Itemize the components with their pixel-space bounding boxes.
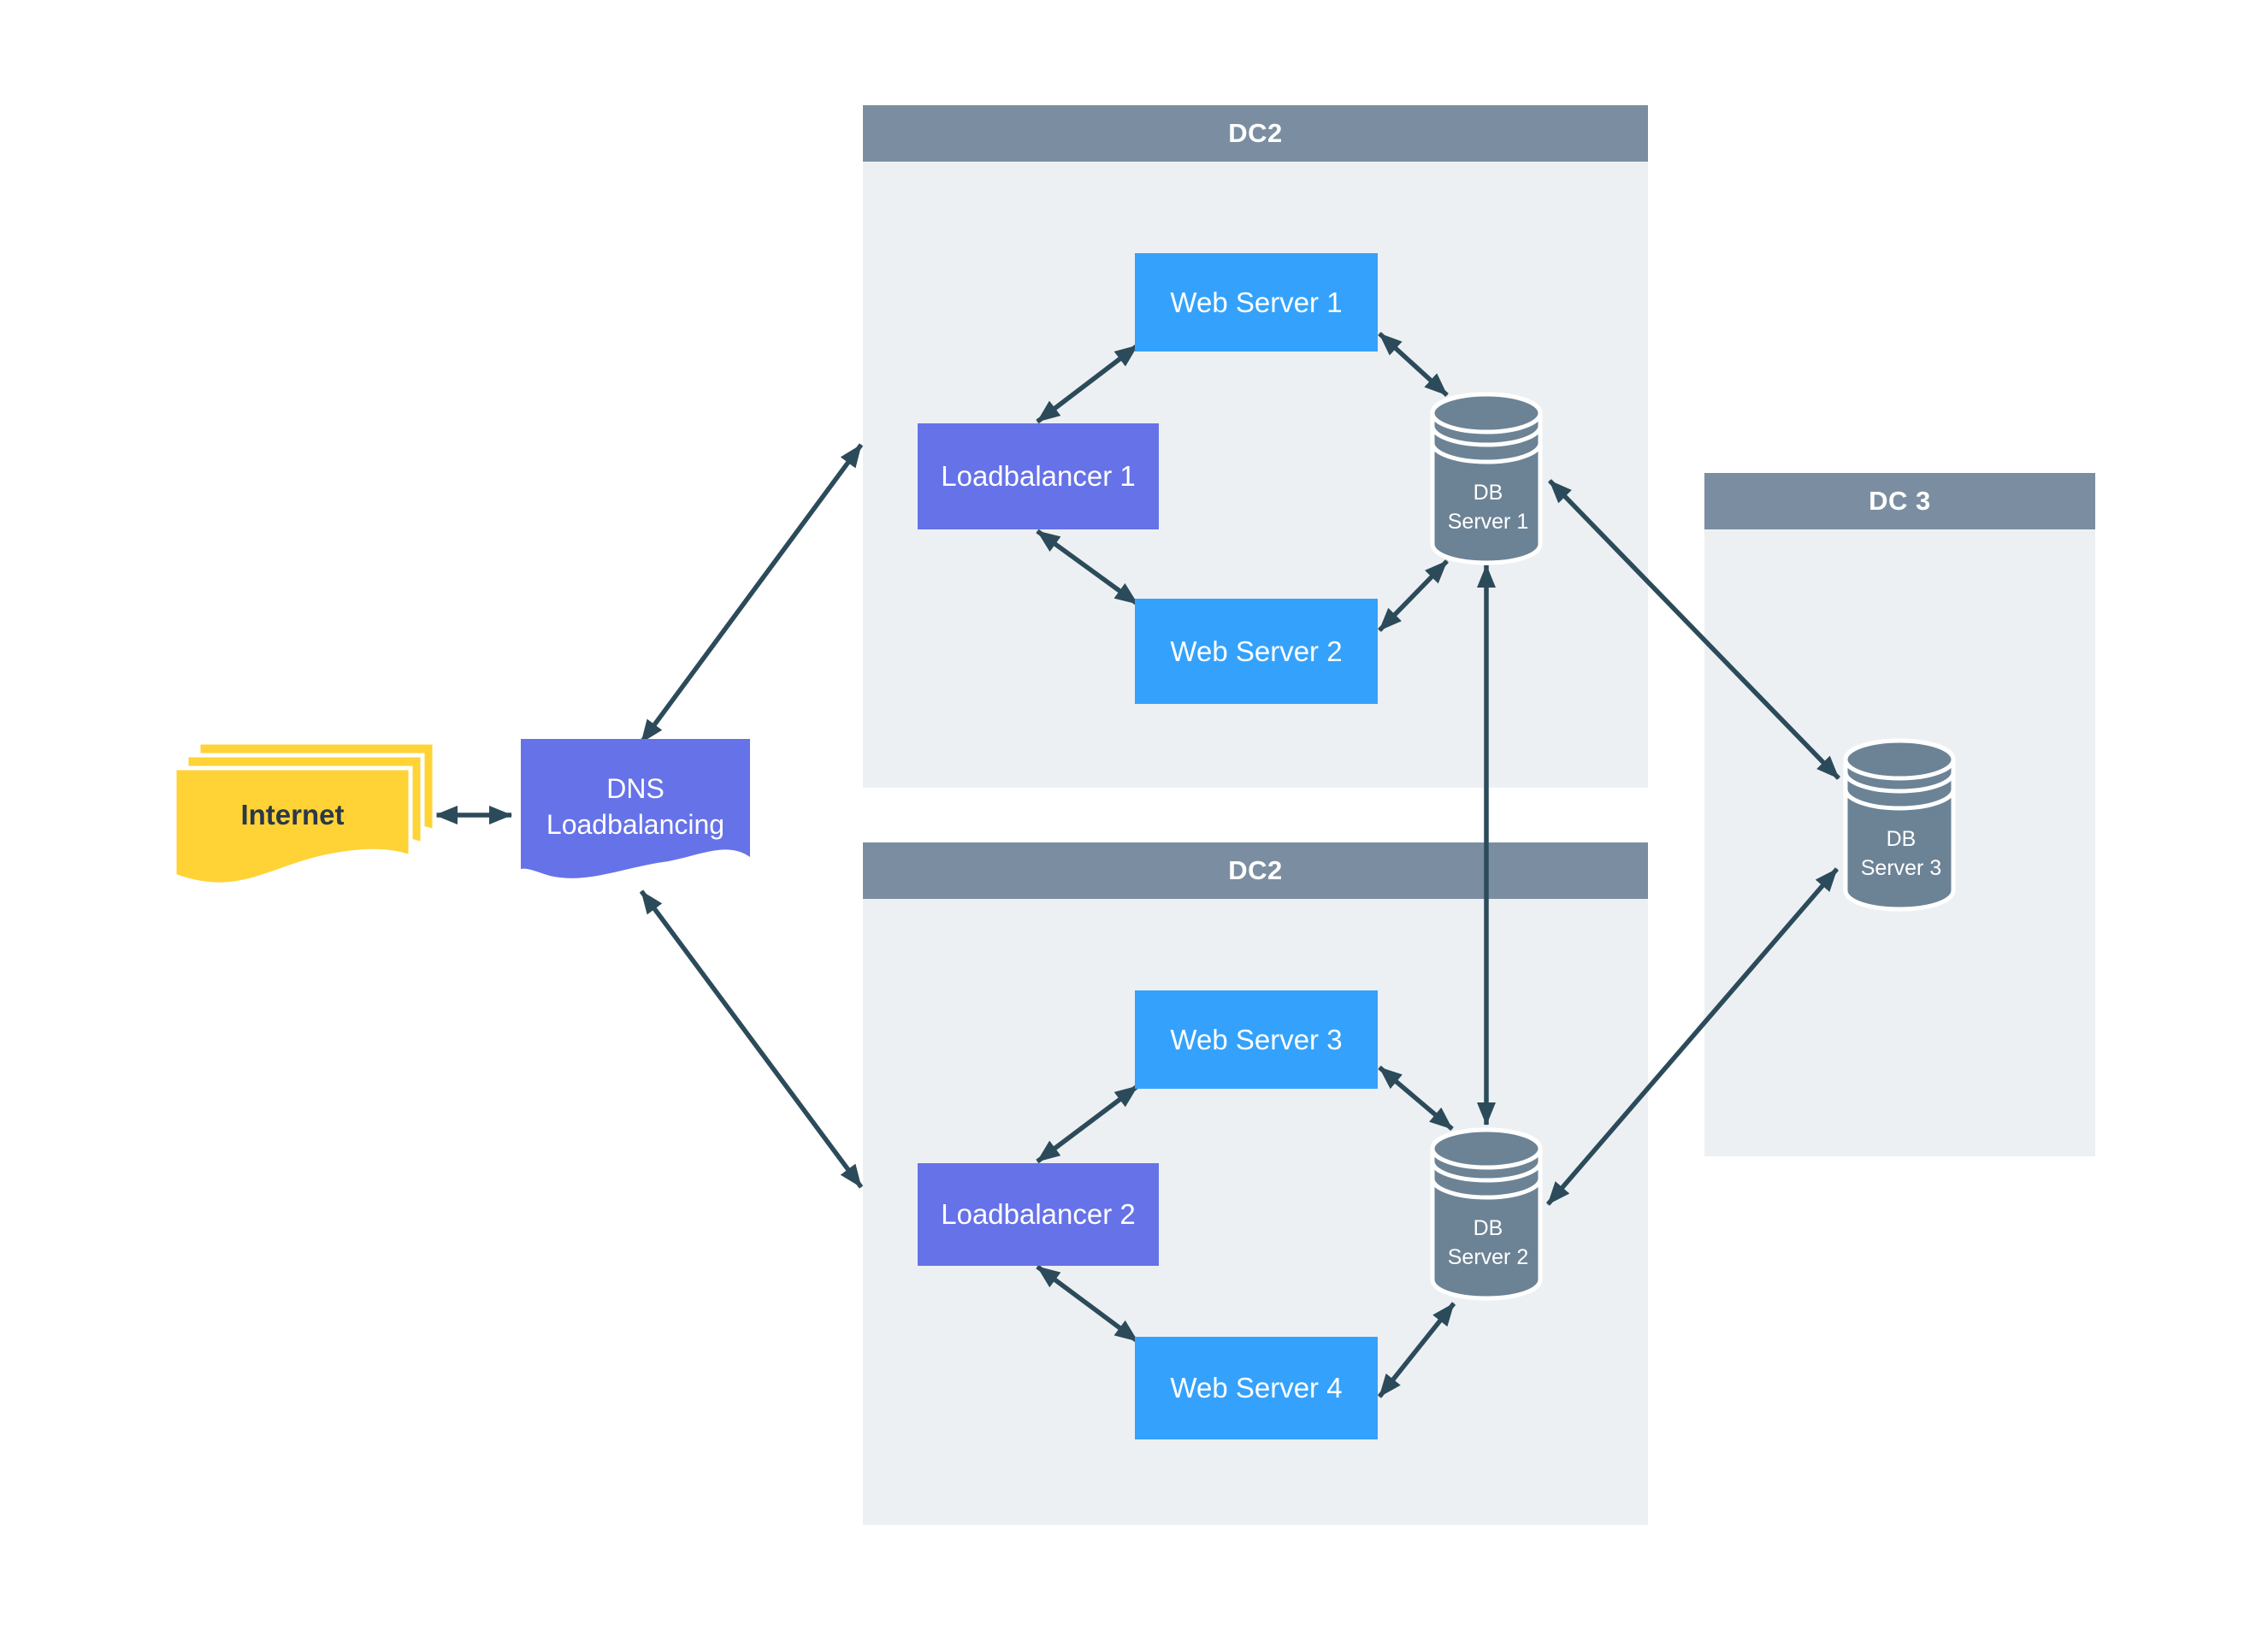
node-loadbalancer-1: Loadbalancer 1 bbox=[918, 423, 1159, 529]
arrow-ws3-db2 bbox=[1378, 1065, 1454, 1132]
arrow-db2-db3 bbox=[1545, 867, 1840, 1206]
node-web-server-4: Web Server 4 bbox=[1135, 1337, 1378, 1439]
arrow-dns-dc2bottom bbox=[639, 889, 864, 1189]
node-web-server-2: Web Server 2 bbox=[1135, 599, 1378, 704]
container-dc2-bottom-title: DC2 bbox=[1228, 855, 1283, 885]
arrow-db1-db3 bbox=[1548, 479, 1840, 780]
web-server-2-label: Web Server 2 bbox=[1170, 635, 1343, 667]
node-web-server-3: Web Server 3 bbox=[1135, 990, 1378, 1089]
node-web-server-1: Web Server 1 bbox=[1135, 253, 1378, 352]
arrow-dns-dc2top bbox=[639, 443, 864, 744]
internet-stacked-document-icon bbox=[172, 742, 437, 887]
arrow-lb1-ws1 bbox=[1036, 343, 1139, 424]
database-cylinder-icon-1 bbox=[1430, 392, 1543, 565]
arrow-lb2-ws4 bbox=[1036, 1264, 1139, 1344]
arrow-ws4-db2 bbox=[1377, 1302, 1456, 1398]
container-dc3-title: DC 3 bbox=[1869, 486, 1931, 516]
arrow-ws1-db1 bbox=[1378, 331, 1449, 398]
dns-document-icon bbox=[521, 739, 750, 878]
arrow-ws2-db1 bbox=[1378, 559, 1449, 632]
node-loadbalancer-2: Loadbalancer 2 bbox=[918, 1163, 1159, 1266]
web-server-1-label: Web Server 1 bbox=[1170, 286, 1343, 318]
arrow-lb2-ws3 bbox=[1036, 1084, 1139, 1164]
database-cylinder-icon-3 bbox=[1843, 738, 1956, 912]
web-server-4-label: Web Server 4 bbox=[1170, 1372, 1343, 1404]
container-dc2-top-title: DC2 bbox=[1228, 118, 1283, 148]
arrow-lb1-ws2 bbox=[1036, 529, 1139, 606]
container-dc2-top-header: DC2 bbox=[863, 105, 1648, 162]
loadbalancer-1-label: Loadbalancer 1 bbox=[941, 460, 1136, 492]
loadbalancer-2-label: Loadbalancer 2 bbox=[941, 1198, 1136, 1230]
web-server-3-label: Web Server 3 bbox=[1170, 1023, 1343, 1055]
container-dc2-bottom-header: DC2 bbox=[863, 842, 1648, 899]
database-cylinder-icon-2 bbox=[1430, 1127, 1543, 1301]
